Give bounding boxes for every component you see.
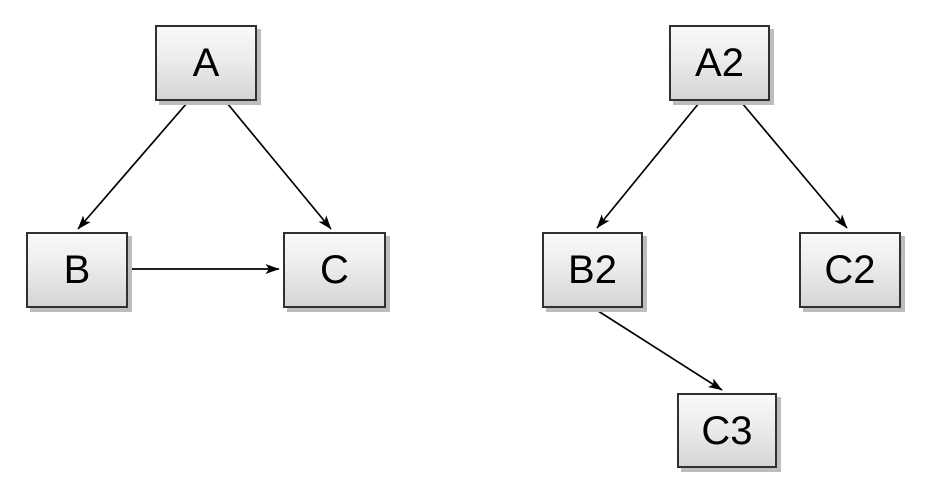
node-C2[interactable]: C2 bbox=[799, 232, 901, 308]
node-C[interactable]: C bbox=[283, 232, 386, 308]
node-A[interactable]: A bbox=[155, 25, 257, 101]
edge-A-B[interactable] bbox=[77, 102, 188, 230]
edge-A2-C2[interactable] bbox=[741, 102, 848, 229]
node-B[interactable]: B bbox=[26, 232, 128, 308]
node-label: C2 bbox=[824, 248, 876, 292]
node-label: B2 bbox=[568, 248, 617, 292]
node-label: C3 bbox=[701, 408, 753, 453]
edge-A2-B2[interactable] bbox=[596, 102, 700, 229]
node-label: A2 bbox=[695, 41, 744, 85]
node-A2[interactable]: A2 bbox=[669, 25, 770, 101]
edge-B2-C3[interactable] bbox=[594, 308, 723, 391]
node-label: C bbox=[320, 248, 349, 292]
node-label: B bbox=[63, 248, 91, 292]
node-label: A bbox=[192, 41, 220, 85]
edge-A-C[interactable] bbox=[226, 102, 332, 230]
node-C3[interactable]: C3 bbox=[677, 393, 777, 468]
node-B2[interactable]: B2 bbox=[542, 232, 643, 308]
